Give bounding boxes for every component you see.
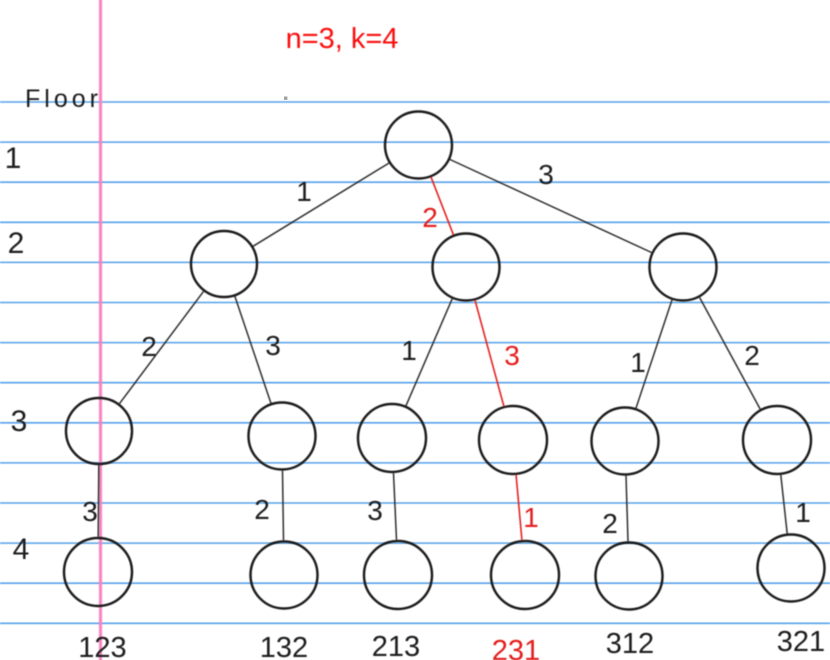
- svg-text:2: 2: [141, 331, 157, 362]
- svg-text:3: 3: [11, 405, 28, 438]
- svg-text:231: 231: [492, 635, 540, 660]
- svg-text:2: 2: [744, 340, 760, 371]
- svg-text:1: 1: [296, 176, 312, 207]
- svg-text:1: 1: [523, 502, 539, 533]
- svg-text:4: 4: [13, 533, 30, 566]
- svg-text:Floor: Floor: [25, 85, 102, 113]
- svg-text:1: 1: [795, 497, 811, 528]
- svg-text:2: 2: [602, 508, 618, 539]
- svg-text:1: 1: [5, 142, 22, 175]
- svg-text:3: 3: [538, 159, 554, 190]
- svg-text:1: 1: [630, 347, 646, 378]
- svg-text:312: 312: [606, 628, 654, 660]
- svg-text:2: 2: [8, 227, 25, 260]
- svg-text:2: 2: [422, 202, 438, 233]
- svg-text:3: 3: [82, 496, 98, 527]
- svg-text:3: 3: [504, 340, 520, 371]
- svg-text:1: 1: [401, 335, 417, 366]
- svg-text:213: 213: [372, 631, 420, 660]
- svg-text:2: 2: [254, 494, 270, 525]
- svg-text:321: 321: [777, 626, 825, 658]
- svg-text:3: 3: [265, 330, 281, 361]
- svg-text:123: 123: [78, 632, 126, 660]
- svg-text:3: 3: [367, 495, 383, 526]
- svg-text:n=3, k=4: n=3, k=4: [286, 23, 399, 55]
- svg-text:132: 132: [260, 632, 308, 660]
